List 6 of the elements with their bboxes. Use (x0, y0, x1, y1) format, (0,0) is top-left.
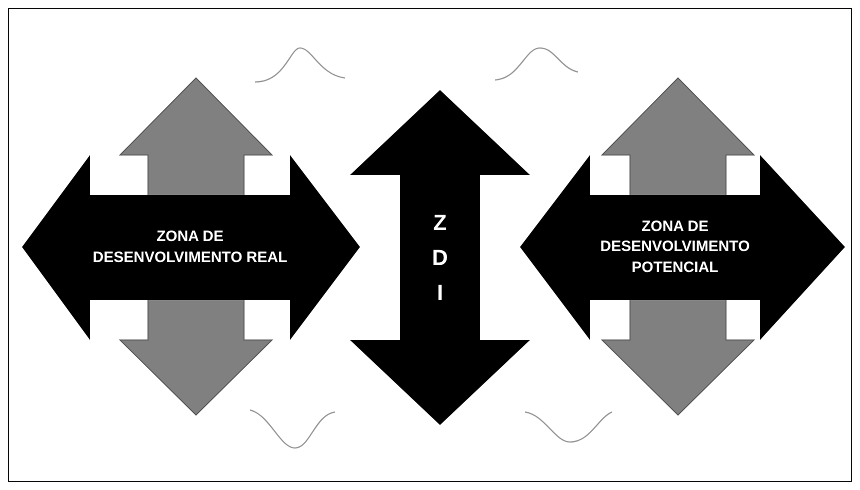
double-arrow-shape (22, 155, 360, 340)
zone-label: ZONA DE DESENVOLVIMENTO REAL (92, 227, 288, 268)
zone-label: ZONA DE DESENVOLVIMENTO POTENCIAL (599, 217, 751, 278)
zone-label: Z D I (431, 208, 449, 308)
double-arrow-shape (520, 155, 845, 340)
double-arrow-shape (350, 90, 530, 425)
